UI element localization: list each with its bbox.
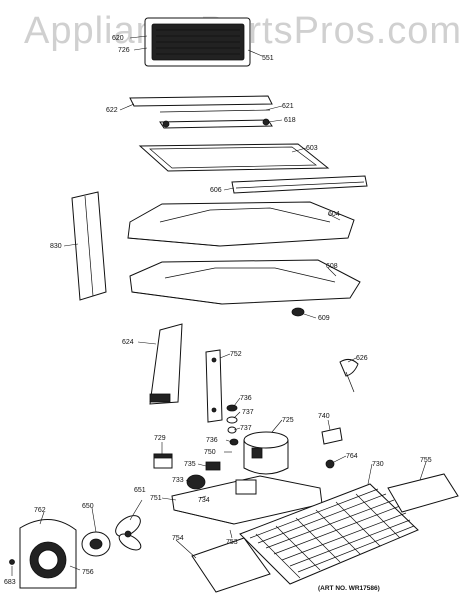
label-650: 650	[82, 503, 94, 510]
label-603: 603	[306, 145, 318, 152]
screw-part	[9, 559, 15, 565]
label-830: 830	[50, 243, 62, 250]
label-751: 751	[150, 495, 162, 502]
label-604: 604	[328, 211, 340, 218]
bracket-part	[205, 349, 223, 423]
label-551: 551	[262, 55, 274, 62]
label-608: 608	[326, 263, 338, 270]
label-736-upper: 736	[240, 395, 252, 402]
label-730: 730	[372, 461, 384, 468]
label-725: 725	[282, 417, 294, 424]
label-736-lower: 736	[206, 437, 218, 444]
label-753: 753	[226, 539, 238, 546]
clip-part	[291, 307, 305, 317]
fan-shroud-part	[19, 519, 77, 589]
label-734: 734	[198, 497, 210, 504]
label-729: 729	[154, 435, 166, 442]
label-756: 756	[82, 569, 94, 576]
label-621: 621	[282, 103, 294, 110]
art-number: (ART NO. WR17586)	[318, 585, 380, 592]
evaporator-grille-part	[144, 17, 251, 67]
shelf-frame-part	[127, 201, 355, 247]
label-624: 624	[122, 339, 134, 346]
label-764: 764	[346, 453, 358, 460]
condenser-cover-part	[387, 473, 459, 513]
label-735: 735	[184, 461, 196, 468]
condenser-coil-part	[239, 483, 419, 585]
capacitor-part	[153, 453, 173, 469]
label-651: 651	[134, 487, 146, 494]
base-pan-part	[171, 475, 323, 525]
air-duct-part	[149, 323, 183, 405]
relay-part	[321, 427, 343, 445]
light-cover-part	[129, 95, 273, 129]
label-762: 762	[34, 507, 46, 514]
mullion-part	[71, 191, 107, 301]
clamp-part	[325, 459, 335, 469]
crisper-cover-front-part	[231, 175, 368, 194]
fan-bracket-part	[186, 474, 206, 490]
label-755: 755	[420, 457, 432, 464]
label-606: 606	[210, 187, 222, 194]
label-737-upper: 737	[242, 409, 254, 416]
label-733: 733	[172, 477, 184, 484]
leader-lines	[11, 35, 427, 576]
overload-clip-part	[205, 461, 221, 471]
label-618: 618	[284, 117, 296, 124]
label-737-lower: 737	[240, 425, 252, 432]
grommet-parts	[226, 404, 239, 446]
label-726: 726	[118, 47, 130, 54]
thermostat-part	[339, 358, 359, 393]
part-labels: 620 726 551 622 621 618 603 606 604 830 …	[4, 35, 432, 592]
glass-shelf-part	[138, 143, 330, 172]
label-620: 620	[112, 35, 124, 42]
compressor-part	[243, 431, 289, 475]
fan-blade-part	[115, 515, 142, 551]
fan-motor-part	[81, 531, 111, 557]
label-609: 609	[318, 315, 330, 322]
label-626: 626	[356, 355, 368, 362]
insulation-panel-part	[191, 537, 271, 593]
crisper-tray-part	[129, 259, 361, 305]
label-683: 683	[4, 579, 16, 586]
label-740: 740	[318, 413, 330, 420]
label-752: 752	[230, 351, 242, 358]
label-754: 754	[172, 535, 184, 542]
label-622: 622	[106, 107, 118, 114]
label-750: 750	[204, 449, 216, 456]
